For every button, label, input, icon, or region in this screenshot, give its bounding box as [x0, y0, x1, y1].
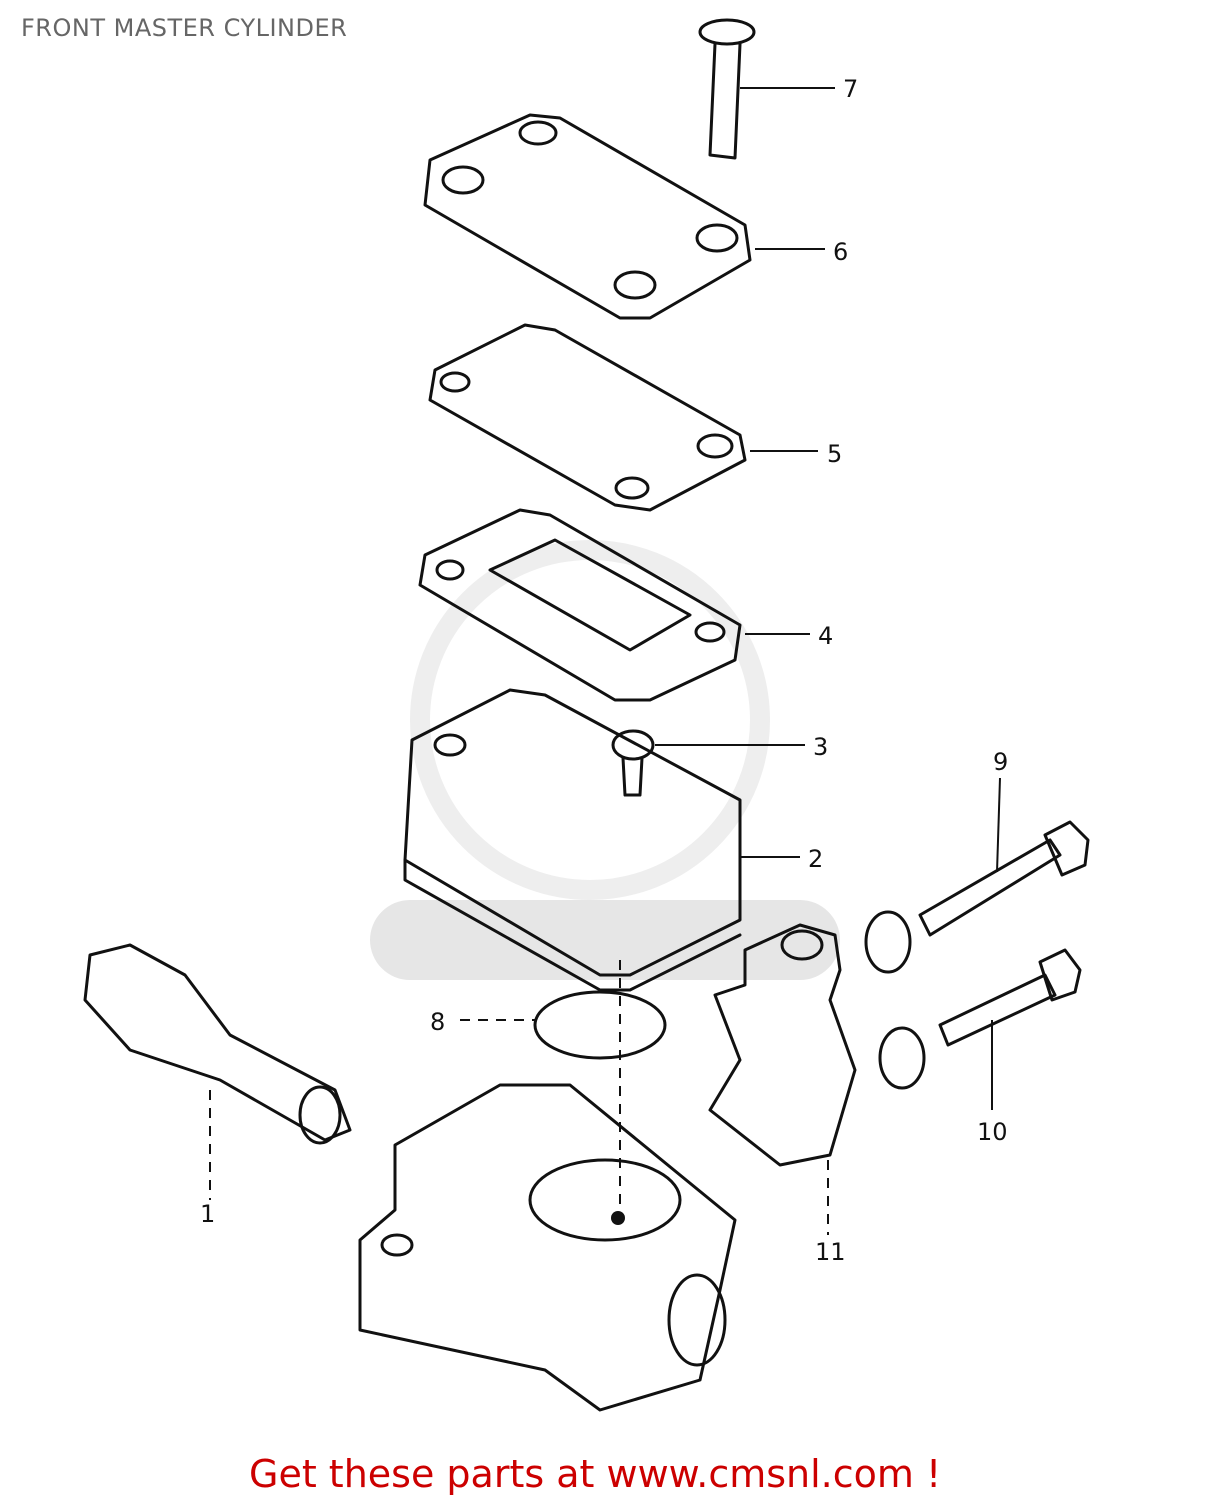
callout-2: 2 [808, 845, 823, 873]
part-2-reservoir[interactable] [403, 688, 800, 992]
part-7-screw[interactable] [698, 18, 835, 160]
part-9-bolt-washer[interactable] [864, 777, 1090, 974]
part-8-o-ring[interactable] [460, 960, 667, 1215]
part-5-plate[interactable] [428, 323, 818, 512]
callout-7: 7 [843, 75, 858, 103]
part-10-bolt-washer[interactable] [878, 948, 1082, 1110]
part-6-reservoir-cap[interactable] [423, 113, 825, 320]
diagram-title: FRONT MASTER CYLINDER [21, 14, 348, 42]
part-11-clamp[interactable] [708, 923, 857, 1235]
callout-5: 5 [827, 440, 842, 468]
callout-3: 3 [813, 733, 828, 761]
shop-link[interactable]: Get these parts at www.cmsnl.com ! [249, 1452, 942, 1496]
callout-1: 1 [200, 1200, 215, 1228]
callout-8: 8 [430, 1008, 445, 1036]
callout-11: 11 [815, 1238, 846, 1266]
callout-10: 10 [977, 1118, 1008, 1146]
part-3-screw[interactable] [611, 729, 805, 797]
master-cylinder-body[interactable] [358, 1083, 737, 1412]
watermark-logo [370, 540, 840, 980]
callout-4: 4 [818, 622, 833, 650]
part-4-diaphragm[interactable] [418, 508, 810, 702]
part-1-piston-assembly[interactable] [83, 943, 352, 1200]
callout-9: 9 [993, 748, 1008, 776]
callout-6: 6 [833, 238, 848, 266]
